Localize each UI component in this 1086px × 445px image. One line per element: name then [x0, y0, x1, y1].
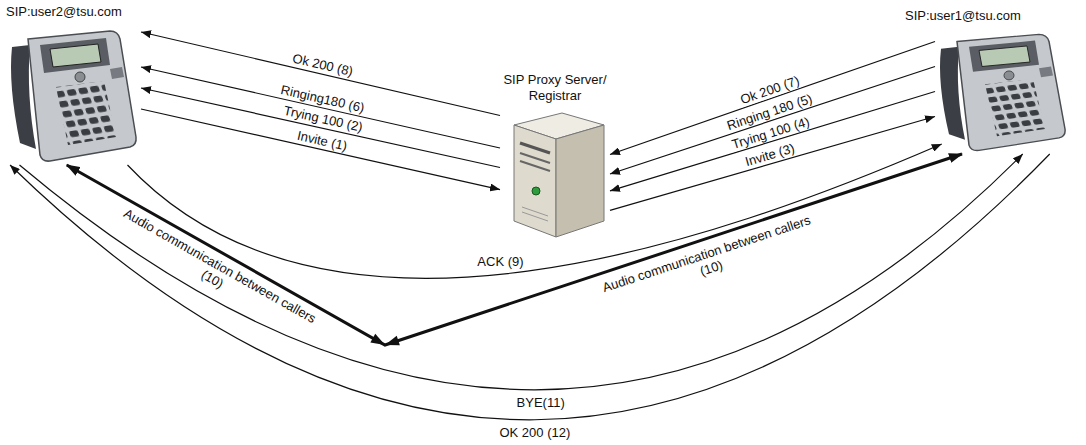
message-label: ACK (9) [475, 254, 525, 269]
proxy-server: SIP Proxy Server/ Registrar [475, 72, 635, 239]
node-label: SIP:user2@tsu.com [6, 4, 181, 20]
node-label: SIP:user1@tsu.com [905, 8, 1081, 24]
sip-phone: SIP:user1@tsu.com [905, 8, 1081, 154]
ip-phone-illustration [935, 29, 1070, 154]
message-label: BYE(11) [515, 395, 567, 410]
message-label: OK 200 (12) [497, 425, 572, 440]
message-label: Audio communication between callers (10) [102, 199, 329, 345]
node-label: SIP Proxy Server/ Registrar [475, 72, 635, 104]
server-illustration [500, 109, 610, 239]
message-label: Audio communication between callers (10) [589, 208, 830, 313]
ip-phone-illustration [6, 25, 141, 165]
sip-message-arrow [610, 67, 935, 175]
sip-message-arrow [141, 32, 500, 116]
message-label: Ok 200 (8) [289, 50, 356, 79]
sip-phone: SIP:user2@tsu.com [6, 4, 181, 165]
sip-message-arrow [610, 42, 935, 155]
